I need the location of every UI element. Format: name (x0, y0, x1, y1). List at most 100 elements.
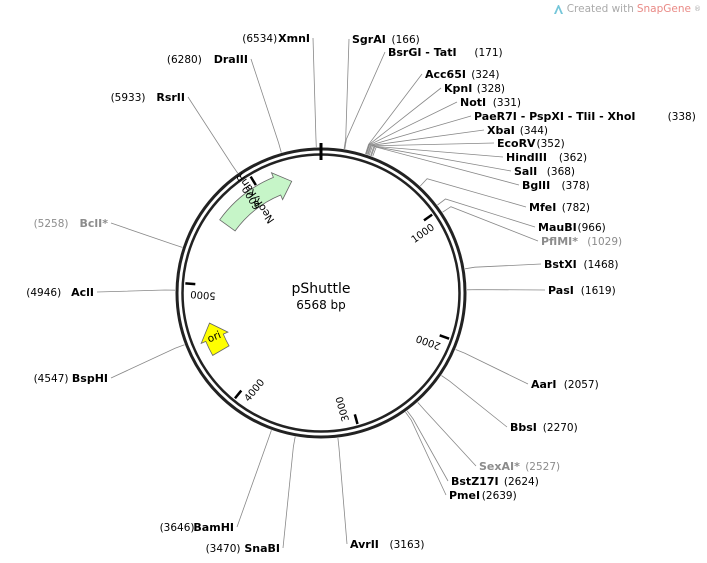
site-position: (338) (668, 111, 696, 123)
site-position: (2057) (564, 379, 599, 391)
site-leader-line (187, 96, 239, 174)
site-leader-line (370, 145, 504, 158)
site-leader-line (110, 344, 185, 379)
site-position: (4946) (26, 287, 61, 299)
site-name: EcoRV (497, 137, 536, 150)
site-name: PmeI (449, 489, 480, 502)
credit-registered: ® (694, 5, 701, 13)
site-position: (1029) (587, 236, 622, 248)
feature-arrow (200, 322, 230, 356)
site-name: AclI (71, 286, 94, 299)
scale-tick-mark (233, 389, 243, 400)
site-leader-line (337, 437, 348, 545)
site-name: BbsI (510, 421, 537, 434)
site-leader-line (420, 178, 527, 208)
site-position: (2527) (525, 461, 560, 473)
site-position: (331) (493, 97, 521, 109)
site-name: PaeR7I - PspXI - TliI - XhoI (474, 110, 636, 123)
site-position: (782) (562, 202, 590, 214)
site-position: (3163) (390, 539, 425, 551)
site-position: (966) (578, 222, 606, 234)
site-position: (2270) (543, 422, 578, 434)
site-leader-line (312, 37, 317, 148)
site-name: DraIII (214, 53, 248, 66)
site-leader-line (441, 375, 508, 428)
site-leader-line (343, 38, 350, 149)
site-name: PasI (548, 284, 574, 297)
site-leader-line (96, 289, 176, 293)
site-leader-line (366, 101, 458, 155)
site-leader-line (367, 115, 472, 155)
scale-tick-mark (353, 414, 359, 425)
site-position: (2624) (504, 476, 539, 488)
site-position: (1468) (584, 259, 619, 271)
scale-tick-label: 5000 (190, 288, 216, 301)
feature-label: ori (206, 329, 223, 345)
site-leader-line (365, 73, 423, 155)
site-name: BglII (522, 179, 550, 192)
site-name: PflMI* (541, 235, 578, 248)
site-leader-line (370, 146, 512, 172)
scale-tick-label: 1000 (410, 222, 437, 246)
site-position: (4547) (34, 373, 69, 385)
leader-lines (96, 37, 546, 549)
site-leader-line (464, 263, 542, 270)
credit-brand: SnapGene (636, 3, 691, 15)
site-leader-line (442, 206, 539, 242)
scale-tick-label: 3000 (335, 395, 352, 422)
site-name: XbaI (487, 124, 515, 137)
snapgene-logo-icon (553, 4, 563, 14)
site-name: BstXI (544, 258, 577, 271)
site-name: AarI (531, 378, 556, 391)
site-name: MfeI (529, 201, 556, 214)
site-name: KpnI (444, 82, 472, 95)
site-name: BspHI (72, 372, 108, 385)
site-position: (344) (520, 125, 548, 137)
site-leader-line (455, 349, 529, 385)
scale-tick-mark (185, 282, 196, 286)
site-name: BstZ17I (451, 475, 499, 488)
site-position: (166) (392, 34, 420, 46)
site-name: SexAI* (479, 460, 520, 473)
site-name: SgrAI (352, 33, 386, 46)
site-position: (328) (477, 83, 505, 95)
site-leader-line (365, 87, 442, 155)
site-name: SnaBI (244, 542, 280, 555)
plasmid-name: pShuttle (291, 281, 350, 297)
site-leader-line (236, 430, 272, 528)
site-leader-line (405, 411, 447, 496)
site-name: NotI (460, 96, 486, 109)
site-name: BsrGI - TatI (388, 46, 457, 59)
site-position: (6280) (167, 54, 202, 66)
site-position: (3470) (206, 543, 241, 555)
scale-tick-label: 4000 (243, 377, 268, 404)
site-position: (2639) (482, 490, 517, 502)
site-name: AvrII (350, 538, 379, 551)
credit-prefix: Created with (566, 3, 634, 15)
plasmid-size: 6568 bp (296, 298, 346, 312)
scale-tick-mark (439, 334, 450, 340)
site-leader-line (368, 142, 495, 156)
site-leader-line (367, 129, 485, 155)
site-leader-line (110, 222, 183, 248)
site-position: (368) (547, 166, 575, 178)
site-position: (3646) (160, 522, 195, 534)
site-leader-line (282, 436, 296, 549)
site-position: (324) (471, 69, 499, 81)
site-position: (362) (559, 152, 587, 164)
snapgene-credit: Created with SnapGene® (553, 3, 701, 15)
site-position: (5933) (111, 92, 146, 104)
site-leader-line (372, 146, 520, 186)
site-name: BclI* (79, 217, 108, 230)
site-position: (1619) (581, 285, 616, 297)
plasmid-backbone (175, 143, 467, 439)
site-position: (378) (562, 180, 590, 192)
scale-tick-mark (249, 175, 257, 186)
scale-tick-label: 2000 (415, 332, 443, 351)
site-position: (5258) (34, 218, 69, 230)
site-name: SalI (514, 165, 537, 178)
site-position: (352) (537, 138, 565, 150)
site-name: RsrII (156, 91, 185, 104)
site-leader-line (250, 58, 282, 153)
